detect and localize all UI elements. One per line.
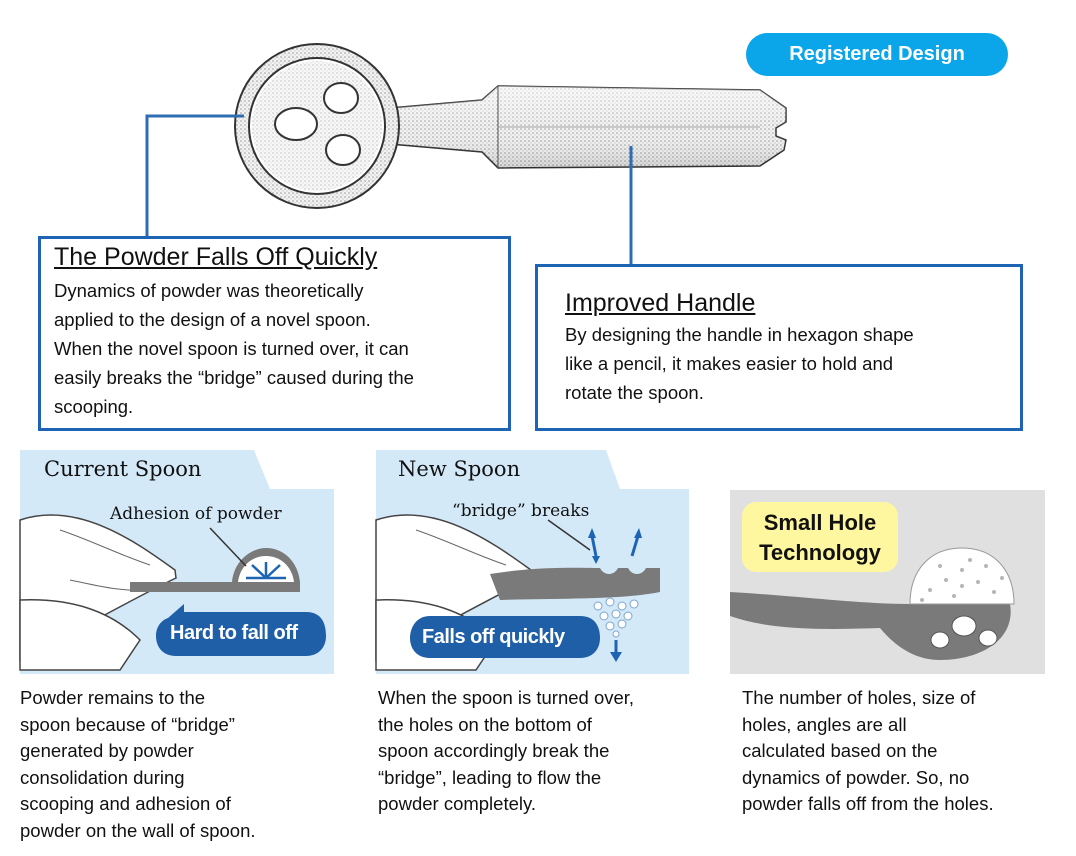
caption-line: The number of holes, size of — [742, 687, 976, 708]
caption-line: spoon accordingly break the — [378, 740, 610, 761]
bridge-breaks-annotation: “bridge” breaks — [452, 501, 590, 521]
current-spoon-caption: Powder remains to the spoon because of “… — [20, 685, 340, 844]
adhesion-annotation: Adhesion of powder — [110, 504, 282, 524]
current-spoon-title: Current Spoon — [44, 457, 202, 481]
callout-connector-left — [145, 114, 244, 238]
tech-label-line: Technology — [759, 540, 881, 565]
improved-handle-callout: Improved Handle By designing the handle … — [535, 264, 1023, 431]
powder-falls-line: When the novel spoon is turned over, it … — [54, 338, 409, 359]
powder-falls-line: scooping. — [54, 396, 134, 417]
improved-handle-body: By designing the handle in hexagon shape… — [565, 320, 1015, 407]
powder-falls-title: The Powder Falls Off Quickly — [54, 243, 378, 271]
caption-line: powder on the wall of spoon. — [20, 819, 256, 841]
spoon-illustration — [234, 43, 787, 209]
caption-line: spoon because of “bridge” — [20, 713, 235, 735]
new-spoon-title: New Spoon — [398, 457, 521, 481]
powder-falls-line: applied to the design of a novel spoon. — [54, 309, 371, 330]
caption-line: powder falls off from the holes. — [742, 793, 994, 814]
caption-line: dynamics of powder. So, no — [742, 766, 970, 788]
caption-line: Powder remains to the — [20, 687, 206, 708]
caption-line: scooping and adhesion of — [20, 793, 231, 814]
current-spoon-panel — [19, 450, 334, 674]
caption-line: When the spoon is turned over, — [378, 687, 635, 708]
registered-design-badge: Registered Design — [746, 33, 1008, 76]
improved-handle-line: By designing the handle in hexagon shape — [565, 324, 914, 345]
powder-falls-line: easily breaks the “bridge” caused during… — [54, 367, 414, 388]
caption-line: holes, angles are all — [742, 713, 907, 735]
powder-falls-line: Dynamics of powder was theoretically — [54, 280, 364, 301]
caption-line: consolidation during — [20, 766, 185, 788]
caption-line: “bridge”, leading to flow the — [378, 766, 602, 788]
falls-off-quickly-bubble: Falls off quickly — [422, 626, 565, 648]
tech-caption: The number of holes, size of holes, angl… — [742, 685, 1062, 818]
caption-line: generated by powder — [20, 740, 194, 761]
caption-line: calculated based on the — [742, 740, 938, 761]
caption-line: powder completely. — [378, 793, 537, 814]
caption-line: the holes on the bottom of — [378, 713, 592, 735]
improved-handle-line: like a pencil, it makes easier to hold a… — [565, 353, 894, 374]
tech-label-line: Small Hole — [763, 510, 877, 535]
improved-handle-line: rotate the spoon. — [565, 382, 704, 403]
badge-label: Registered Design — [789, 43, 965, 65]
small-hole-technology-panel — [730, 490, 1045, 674]
powder-falls-body: Dynamics of powder was theoretically app… — [54, 276, 504, 421]
new-spoon-panel — [375, 450, 689, 674]
new-spoon-caption: When the spoon is turned over, the holes… — [378, 685, 708, 818]
hard-to-fall-off-bubble: Hard to fall off — [170, 622, 298, 644]
small-hole-technology-label: Small Hole Technology — [742, 508, 898, 568]
improved-handle-title: Improved Handle — [565, 289, 756, 317]
powder-falls-callout: The Powder Falls Off Quickly Dynamics of… — [38, 236, 511, 431]
